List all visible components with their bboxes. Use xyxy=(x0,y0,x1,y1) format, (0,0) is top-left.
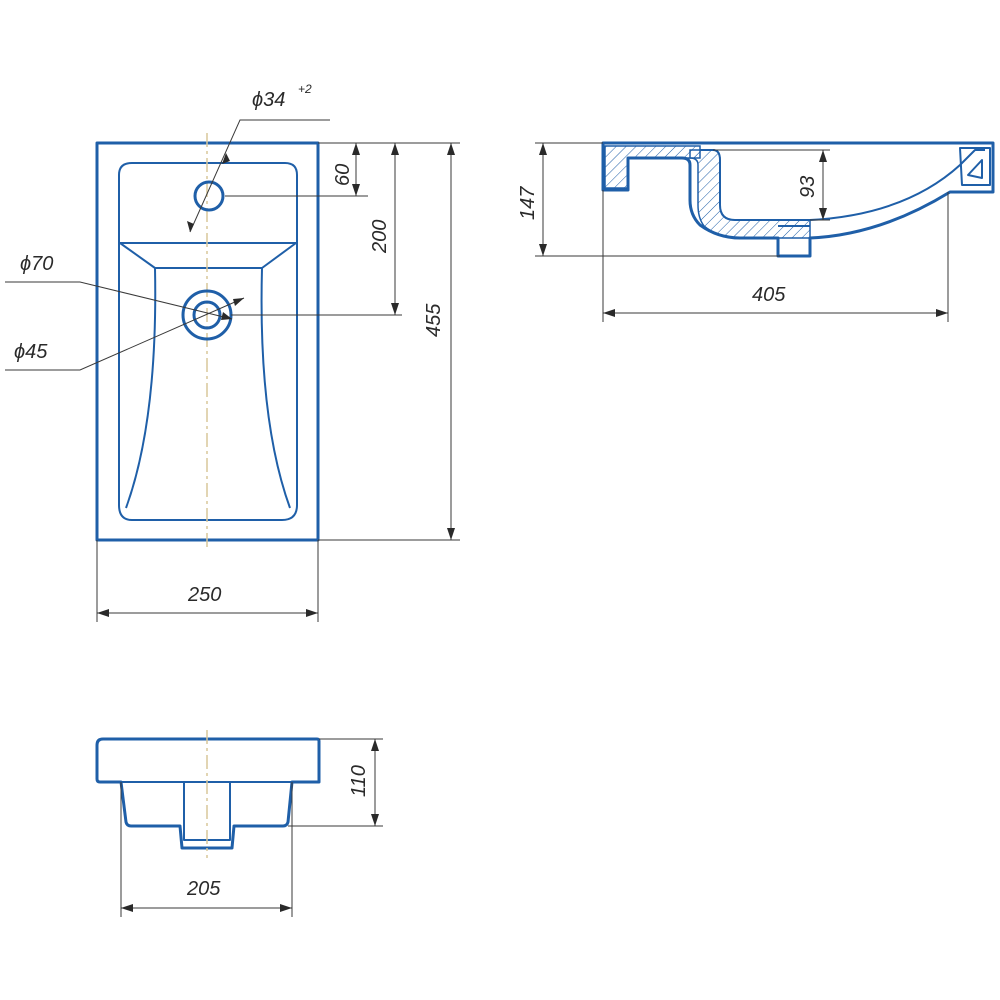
side-view-hatched-wall xyxy=(689,149,811,239)
dim-205-arrow-left-icon xyxy=(121,904,133,912)
faucet-hole-tolerance-label: +2 xyxy=(298,82,312,96)
drain-inner-leader xyxy=(5,297,245,371)
faucet-hole-arrow-icon xyxy=(187,221,194,232)
top-view: ϕ34 +2 ϕ70 ϕ45 60 200 455 xyxy=(5,82,460,622)
dim-405-arrow-left-icon xyxy=(603,309,615,317)
dim-93-arrow-top-icon xyxy=(819,150,827,162)
drain-outer-arrow-icon xyxy=(221,312,232,320)
drain-inner-label: ϕ45 xyxy=(14,341,48,363)
dim-455-arrow-bottom-icon xyxy=(447,528,455,540)
dim-60-arrow-bottom-icon xyxy=(352,184,360,196)
top-view-basin-inner xyxy=(119,242,297,509)
dim-60-arrow-top-icon xyxy=(352,143,360,155)
front-view: 110 205 xyxy=(95,730,383,917)
side-view-inner-surface xyxy=(700,149,985,221)
side-view-rim-hatch xyxy=(604,145,701,189)
dim-455-label: 455 xyxy=(423,303,445,337)
dim-200-arrow-bottom-icon xyxy=(391,303,399,315)
dim-250-arrow-right-icon xyxy=(306,609,318,617)
drain-inner-arrow-icon xyxy=(233,298,244,306)
faucet-hole-leader xyxy=(189,119,330,233)
side-view-front-lip xyxy=(959,147,991,186)
drain-inner-ring xyxy=(192,300,222,330)
dim-205-arrow-right-icon xyxy=(280,904,292,912)
drain-outer-label: ϕ70 xyxy=(20,253,53,275)
top-view-bowl-outline xyxy=(118,162,298,521)
dim-405-label: 405 xyxy=(752,284,786,306)
dim-147-arrow-bottom-icon xyxy=(539,244,547,256)
dim-200-label: 200 xyxy=(369,220,391,254)
faucet-hole-diameter-label: ϕ34 xyxy=(252,89,285,111)
faucet-hole xyxy=(193,180,225,212)
dim-110-arrow-bottom-icon xyxy=(371,814,379,826)
side-section-view: 147 93 405 xyxy=(517,141,995,322)
dim-250-arrow-left-icon xyxy=(97,609,109,617)
dim-147-arrow-top-icon xyxy=(539,143,547,155)
dim-110-label: 110 xyxy=(348,765,370,797)
dim-250-label: 250 xyxy=(187,584,221,606)
dim-110-arrow-top-icon xyxy=(371,739,379,751)
dim-205-label: 205 xyxy=(186,878,221,900)
dim-455-arrow-top-icon xyxy=(447,143,455,155)
drain-outer-leader xyxy=(5,281,233,320)
dim-93-label: 93 xyxy=(797,176,819,198)
dim-200-arrow-top-icon xyxy=(391,143,399,155)
side-view-outer-contour xyxy=(601,141,995,258)
dim-405-arrow-right-icon xyxy=(936,309,948,317)
dim-147-label: 147 xyxy=(517,186,539,220)
faucet-hole-arrow-2-icon xyxy=(222,153,230,164)
dim-93-arrow-bottom-icon xyxy=(819,208,827,220)
dim-60-label: 60 xyxy=(332,164,354,186)
front-view-outline xyxy=(95,737,321,850)
